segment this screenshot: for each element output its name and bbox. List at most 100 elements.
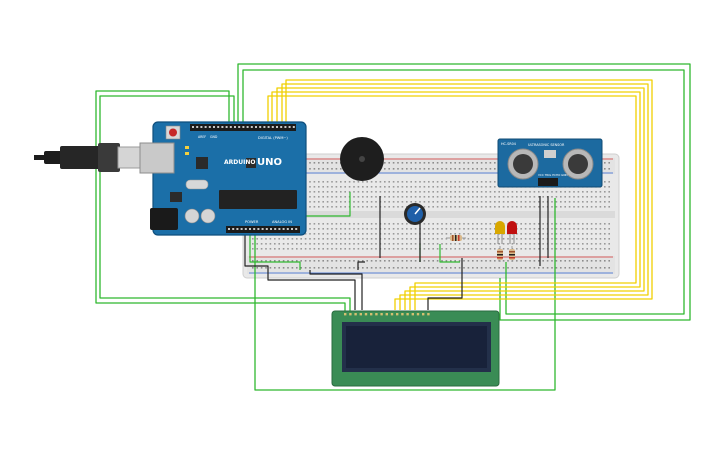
hole	[542, 201, 544, 203]
hole	[313, 233, 316, 235]
hole	[392, 162, 395, 164]
hole	[362, 206, 364, 208]
hole	[450, 228, 452, 230]
hole	[406, 313, 409, 316]
hole	[445, 186, 448, 188]
hole	[359, 313, 362, 316]
hole	[608, 248, 610, 250]
hole	[348, 228, 351, 230]
hole	[595, 238, 597, 240]
hole	[388, 181, 390, 183]
piezo-buzzer[interactable]	[340, 137, 384, 181]
hole	[428, 162, 430, 164]
hole	[450, 267, 452, 269]
hole	[384, 162, 386, 164]
hole	[476, 181, 478, 183]
hole	[573, 267, 575, 269]
hole	[288, 126, 291, 128]
hole	[467, 186, 470, 188]
hole	[582, 233, 584, 235]
hole	[388, 248, 390, 250]
hole	[590, 267, 593, 269]
hole	[335, 267, 338, 269]
hole	[590, 201, 593, 203]
hole	[353, 191, 355, 193]
hole	[370, 191, 373, 193]
hole	[564, 248, 566, 250]
hole	[309, 243, 311, 245]
hole	[520, 223, 522, 225]
hole	[595, 228, 597, 230]
hole	[441, 196, 443, 198]
hole	[529, 191, 531, 193]
arduino-uno-board[interactable]: DIGITAL (PWM~) ARDUINO UNO POWER ANALOG …	[139, 121, 307, 236]
hole	[274, 267, 276, 269]
led-red[interactable]	[507, 221, 517, 244]
hole	[520, 267, 522, 269]
resistor[interactable]	[497, 246, 503, 262]
hole	[511, 238, 514, 240]
hole	[538, 228, 540, 230]
hole	[590, 243, 593, 245]
hole	[485, 260, 487, 262]
hole	[555, 223, 558, 225]
hole	[551, 191, 553, 193]
hole	[200, 126, 203, 128]
usb-cable-icon[interactable]	[34, 143, 143, 172]
hole	[331, 168, 333, 170]
hole	[441, 223, 443, 225]
hole	[362, 243, 364, 245]
potentiometer[interactable]	[404, 203, 426, 225]
hole	[353, 196, 355, 198]
hole	[498, 238, 500, 240]
hole	[353, 223, 355, 225]
hole	[485, 191, 487, 193]
hole	[551, 223, 553, 225]
hole	[608, 228, 610, 230]
hole	[274, 260, 276, 262]
capacitor	[184, 208, 200, 224]
hole	[458, 191, 461, 193]
hole	[441, 206, 443, 208]
hole	[507, 238, 509, 240]
hole	[599, 201, 602, 203]
hole	[322, 191, 324, 193]
hole	[489, 243, 492, 245]
hole	[380, 313, 383, 316]
hole	[276, 126, 278, 128]
hole	[388, 201, 390, 203]
hole	[282, 260, 285, 262]
hole	[304, 238, 307, 240]
hole	[599, 206, 602, 208]
hole	[357, 206, 360, 208]
resistor[interactable]	[446, 235, 466, 241]
hole	[296, 260, 298, 262]
hole	[516, 191, 518, 193]
hole	[340, 191, 342, 193]
ultrasonic-sensor[interactable]: ULTRASONIC SENSOR HC-SR04 VCC TRIG ECHO …	[497, 138, 603, 188]
hole	[533, 206, 536, 208]
hole	[318, 191, 320, 193]
hole	[348, 233, 351, 235]
hole	[428, 223, 430, 225]
hole	[489, 238, 492, 240]
hole	[401, 238, 404, 240]
hole	[489, 191, 492, 193]
wires	[95, 63, 691, 391]
hole	[441, 201, 443, 203]
hole	[436, 228, 439, 230]
hole	[608, 223, 610, 225]
hole	[529, 238, 531, 240]
lcd-screen	[346, 326, 487, 368]
hole	[362, 233, 364, 235]
hole	[507, 196, 509, 198]
resistor[interactable]	[509, 246, 515, 262]
hole	[441, 181, 443, 183]
hole	[445, 248, 448, 250]
hole	[428, 233, 430, 235]
hole	[392, 233, 395, 235]
led-yellow[interactable]	[495, 221, 505, 244]
lcd-display[interactable]	[331, 310, 500, 387]
hole	[282, 267, 285, 269]
hole	[326, 201, 329, 203]
